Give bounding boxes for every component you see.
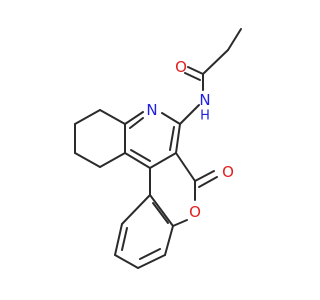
- bond-n-c5: [179, 104, 200, 125]
- bond-benz-1: [149, 194, 174, 227]
- bond-c4-c3: [74, 109, 101, 125]
- bond-nring-c4a-b: [129, 117, 144, 129]
- bond-c12c-c12b-a: [124, 152, 151, 169]
- bond-benz-6: [121, 194, 151, 225]
- bond-benz-1-inner: [152, 202, 169, 224]
- bond-nring-c4a-a: [124, 111, 144, 125]
- bond-c2-c1: [74, 152, 101, 168]
- bond-c6-o-carbonyl-b: [198, 176, 218, 188]
- bond-c1-c12c: [99, 152, 126, 168]
- atom-label-amide-oxygen: O: [175, 58, 187, 76]
- bond-carbonyl-o-a: [187, 66, 204, 75]
- bond-ethyl-ch3-ch2: [227, 28, 242, 51]
- bond-o-ring-c4a: [172, 219, 188, 227]
- bond-benz-5: [114, 223, 123, 256]
- bond-c5-nring: [161, 112, 181, 125]
- bond-benz-5-inner: [121, 227, 128, 251]
- bond-c6a-c5-a: [175, 123, 181, 154]
- bond-benz-4: [114, 254, 139, 269]
- bond-c12c-c12b-b: [130, 149, 151, 162]
- atom-label-amide-hydrogen: H: [200, 109, 210, 124]
- bond-c4a-c4: [99, 109, 126, 125]
- bonds: [74, 28, 242, 269]
- bond-c6a-c6: [175, 152, 196, 182]
- bond-benz-2: [164, 225, 174, 256]
- atom-label-ring-nitrogen: N: [146, 101, 157, 119]
- bond-benz-3-inner: [139, 248, 161, 260]
- bond-c6a-c5-b: [169, 126, 175, 151]
- chemical-structure-diagram: N N H O O O: [74, 28, 242, 269]
- bond-c12b-c6a: [149, 152, 177, 169]
- atom-label-amide-nitrogen: N: [199, 91, 210, 109]
- atom-label-lactone-ring-oxygen: O: [189, 203, 201, 221]
- bond-ethyl-ch2-carbonyl: [202, 49, 229, 75]
- atom-labels: N N H O O O: [146, 58, 234, 221]
- bond-benz-3: [137, 254, 166, 269]
- bond-carbonyl-o-b: [184, 72, 201, 81]
- bond-c6-o-carbonyl-a: [194, 170, 215, 182]
- atom-label-lactone-carbonyl-oxygen: O: [222, 163, 234, 181]
